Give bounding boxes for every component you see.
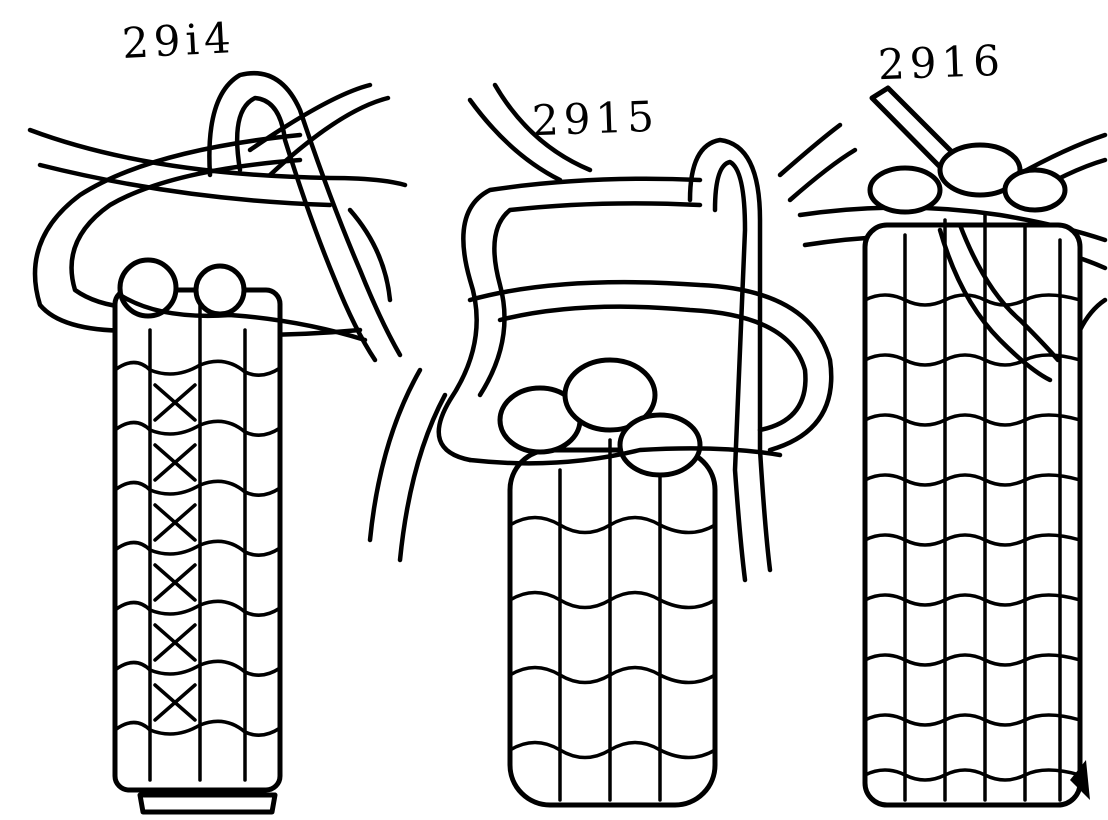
figure-number-2915: 2915 [531, 92, 660, 145]
figure-number-2914: 29i4 [121, 13, 237, 68]
figure-number-2916: 2916 [877, 36, 1006, 89]
figure-2914-drawing [30, 73, 405, 812]
figure-2916-drawing [800, 88, 1105, 805]
figure-2915-drawing [370, 85, 855, 805]
